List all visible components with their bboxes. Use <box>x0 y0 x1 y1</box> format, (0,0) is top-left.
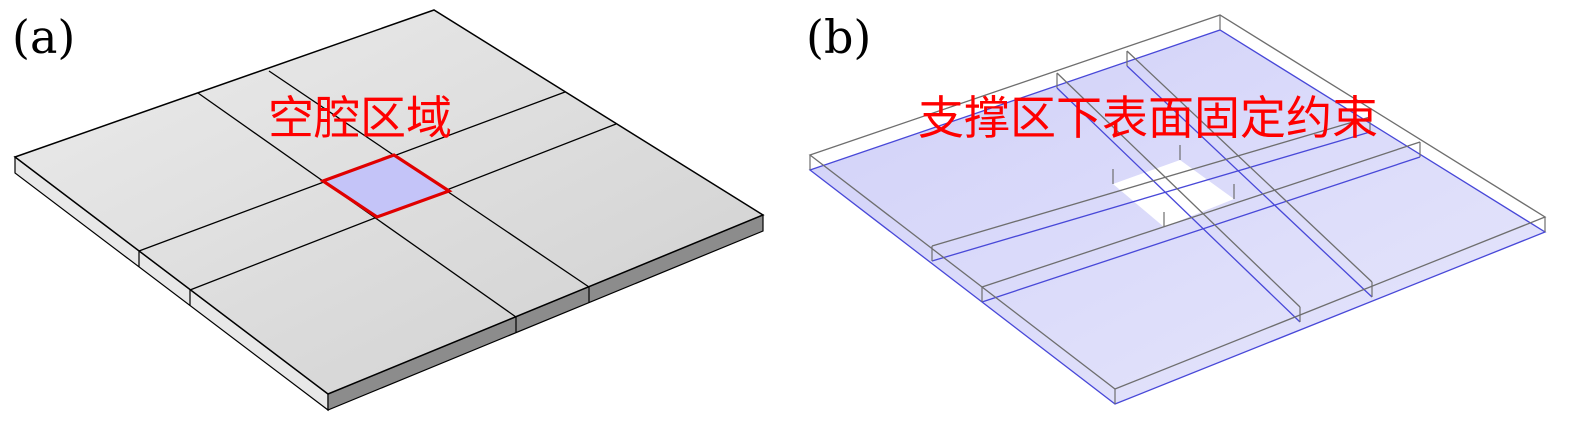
panel-a-label: (a) <box>12 10 76 64</box>
plate-a-side-seams <box>138 251 590 333</box>
plate-b-bottom-edges <box>808 29 1547 405</box>
panel-b-label: (b) <box>806 10 872 64</box>
panel-a-plate <box>13 9 765 412</box>
cavity-hole <box>1113 160 1234 227</box>
cavity-region-highlight <box>319 153 453 219</box>
plate-b-vertical-edges <box>809 15 1546 404</box>
support-constraint-label: 支撑区下表面固定约束 <box>918 91 1378 145</box>
cavity-region-label: 空腔区域 <box>268 91 452 145</box>
panel-b-plate <box>808 14 1547 405</box>
